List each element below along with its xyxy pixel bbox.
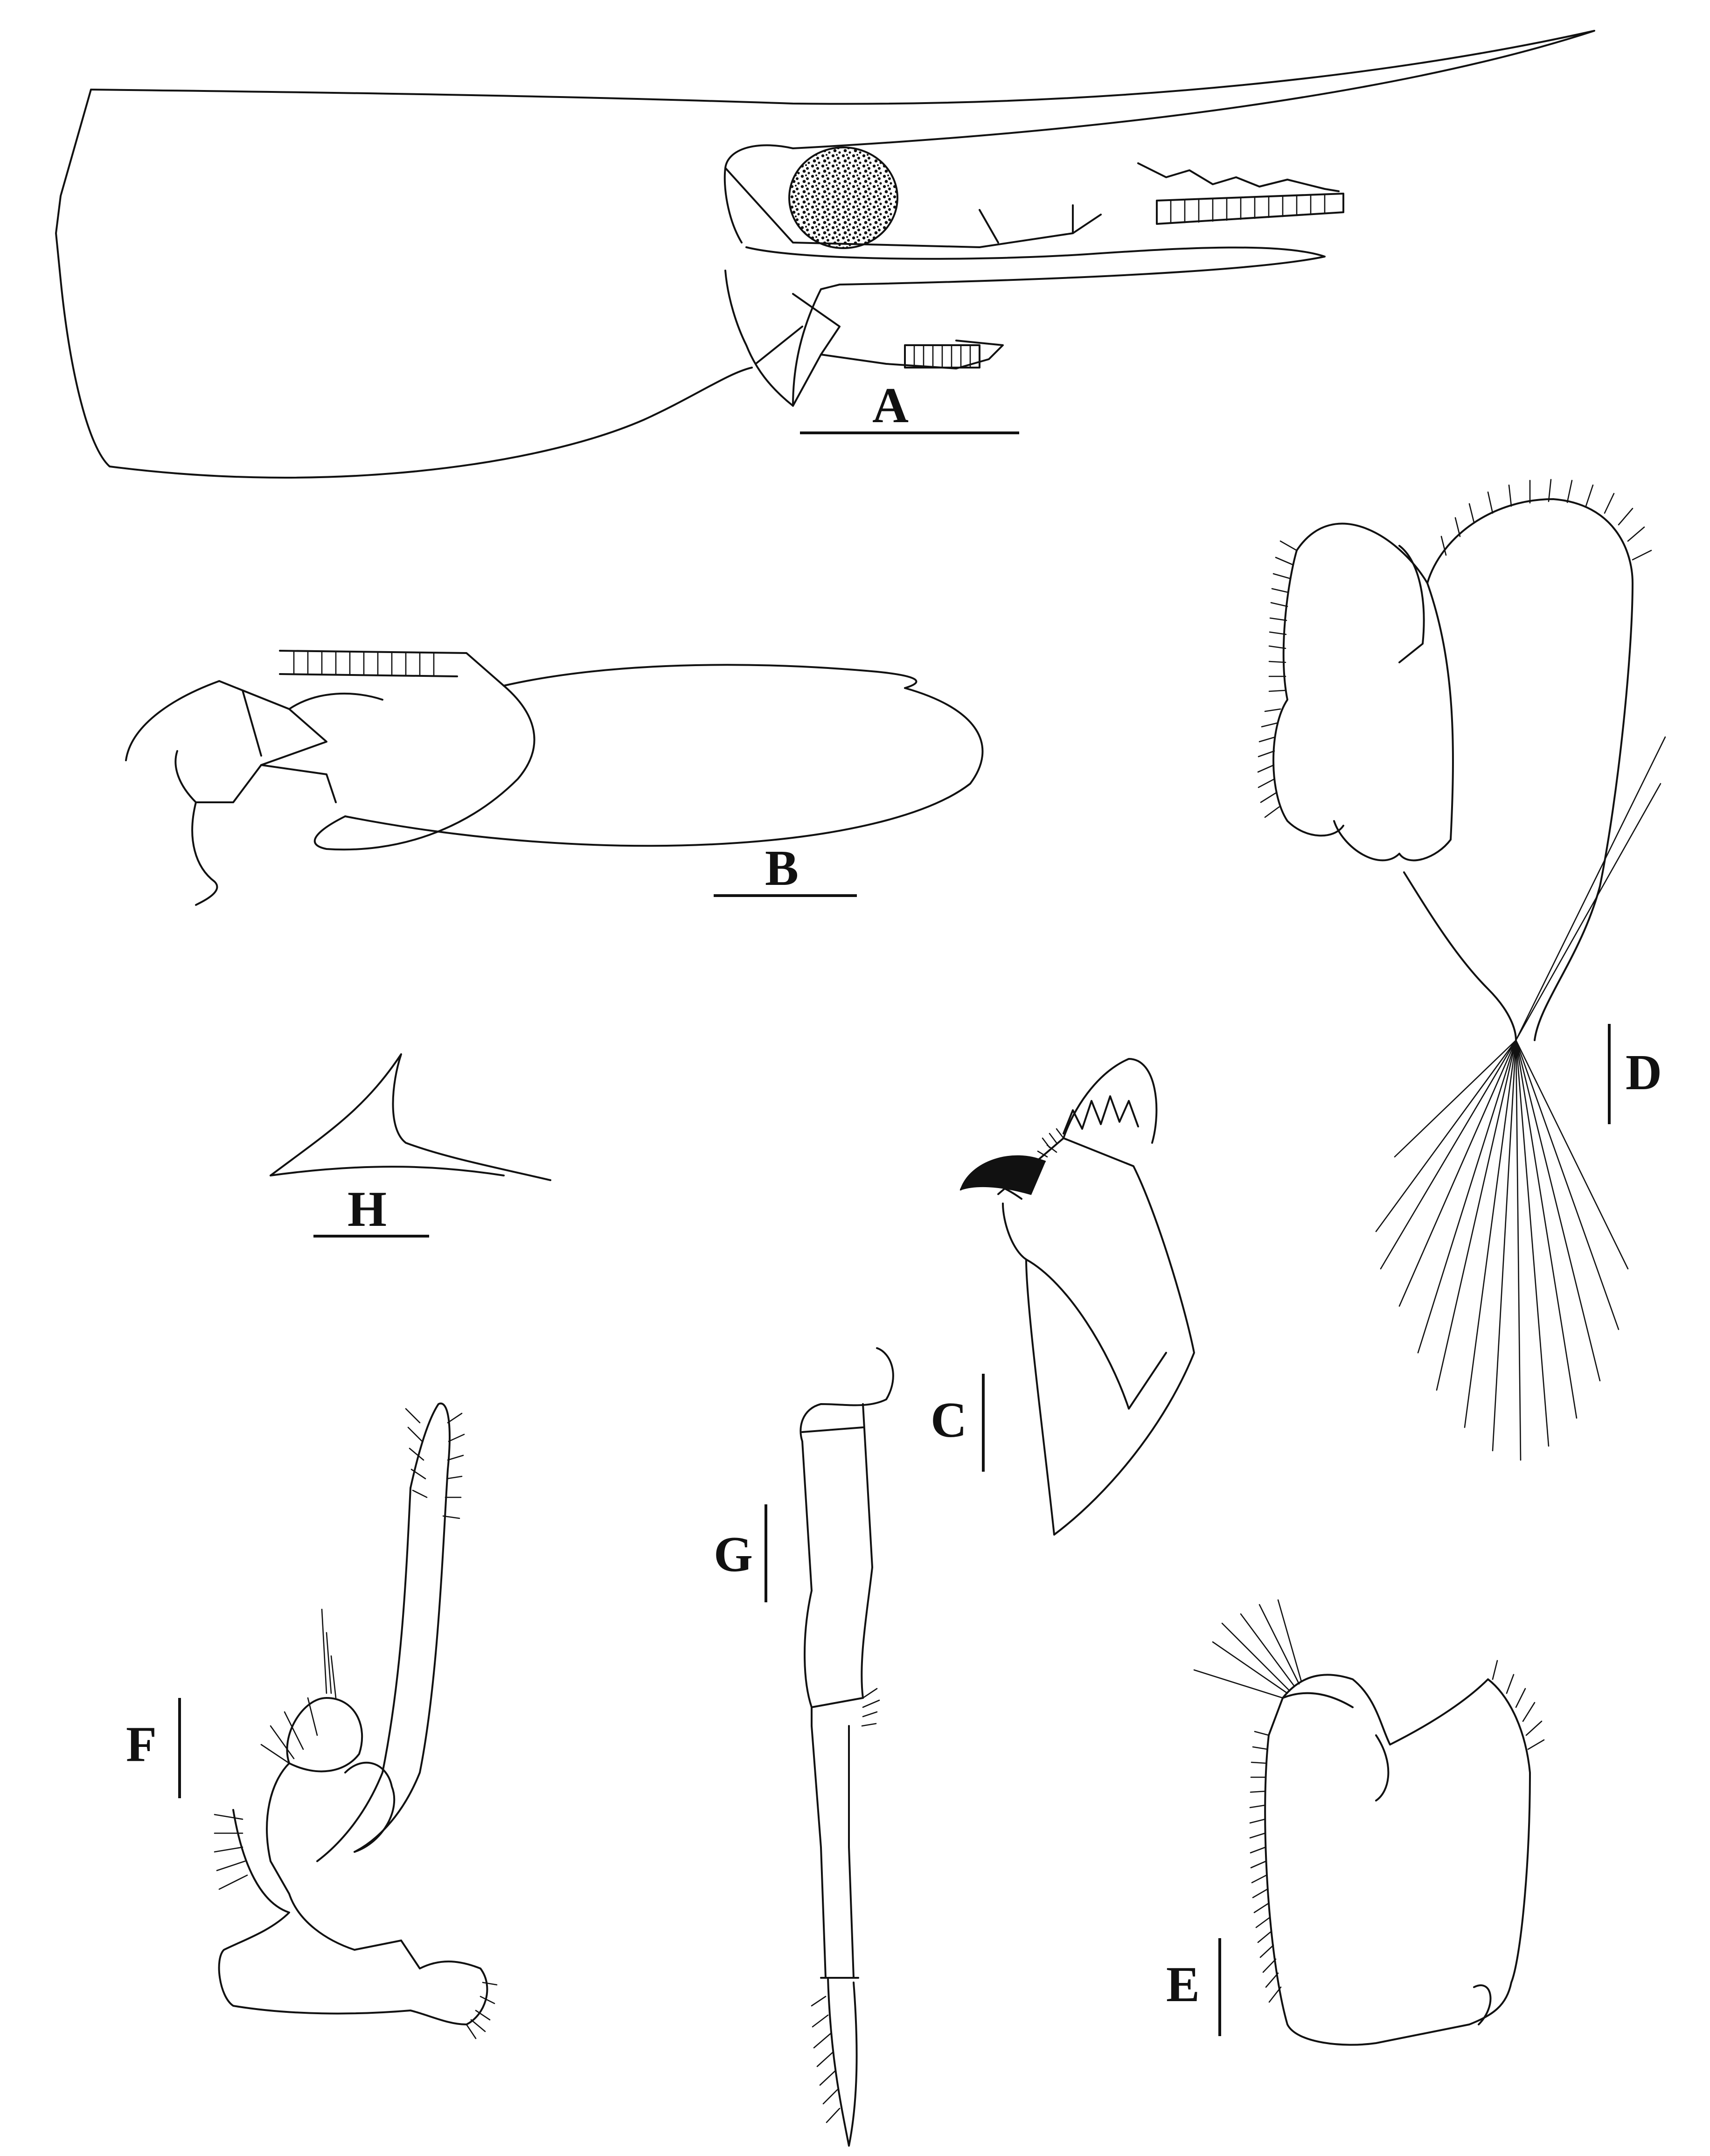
panel-label-b: B bbox=[765, 841, 799, 896]
panel-e-maxilla-drawing bbox=[1193, 1599, 1545, 2046]
panel-c-mandible-drawing bbox=[959, 1058, 1195, 1536]
panel-a-carapace-drawing bbox=[55, 30, 1595, 479]
panel-label-e: E bbox=[1166, 1957, 1200, 2012]
panel-d-maxillula-drawing bbox=[1257, 479, 1666, 1461]
panel-f-maxilliped-drawing bbox=[214, 1402, 498, 2039]
panel-label-f: F bbox=[126, 1717, 157, 1772]
panel-label-c: C bbox=[931, 1392, 967, 1448]
eye-shape bbox=[788, 146, 898, 249]
panel-g-pereiopod-drawing bbox=[799, 1347, 894, 2147]
panel-b-antennal-scale-drawing bbox=[125, 650, 984, 906]
panel-label-h: H bbox=[348, 1182, 387, 1237]
panel-label-d: D bbox=[1626, 1045, 1662, 1100]
panel-h-spine-drawing bbox=[270, 1053, 551, 1181]
panel-label-a: A bbox=[872, 378, 909, 433]
panel-label-g: G bbox=[714, 1527, 753, 1582]
